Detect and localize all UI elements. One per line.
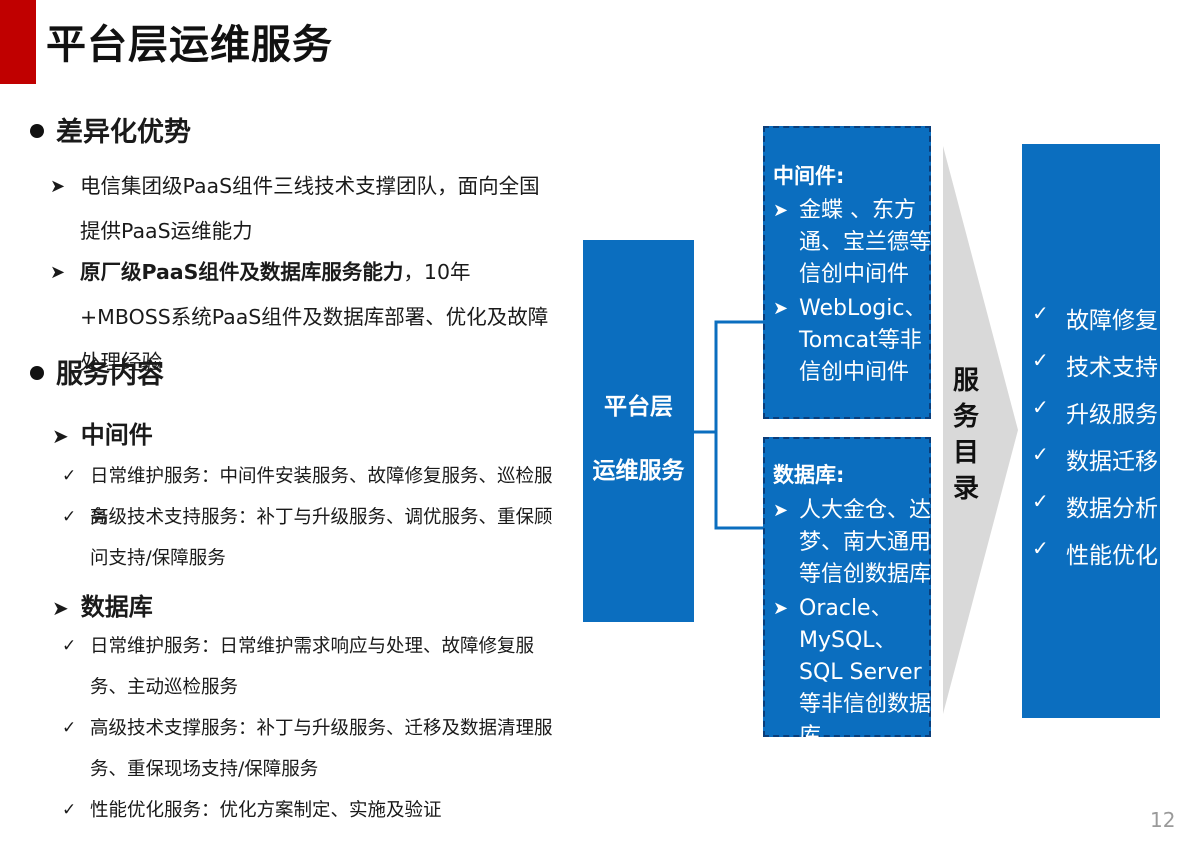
middleware-box-row-2: ➤ WebLogic、Tomcat等非信创中间件 [773, 293, 933, 389]
middleware-box: 中间件: ➤ 金蝶 、东方通、宝兰德等信创中间件 ➤ WebLogic、Tomc… [763, 126, 931, 419]
arrow-bullet-icon: ➤ [52, 596, 69, 620]
platform-label-line1: 平台层 [604, 394, 673, 420]
database-item-1: ✓ 日常维护服务：日常维护需求响应与处理、故障修复服务、主动巡检服务 [62, 626, 562, 708]
left-content: 差异化优势 ➤ 电信集团级PaaS组件三线技术支撑团队，面向全国提供PaaS运维… [0, 0, 580, 841]
subsection-database: ➤ 数据库 [52, 587, 153, 622]
catalog-label-char: 录 [952, 474, 979, 504]
row-text: 金蝶 、东方通、宝兰德等信创中间件 [799, 198, 932, 287]
item-text: 高级技术支持服务：补丁与升级服务、调优服务、重保顾问支持/保障服务 [90, 507, 553, 569]
arrow-bullet-icon: ➤ [50, 262, 66, 283]
advantage-point-1: ➤ 电信集团级PaaS组件三线技术支撑团队，面向全国提供PaaS运维能力 [50, 164, 550, 254]
arrow-bullet-icon: ➤ [773, 200, 789, 221]
subsection-title: 数据库 [80, 593, 153, 621]
database-item-2: ✓ 高级技术支撑服务：补丁与升级服务、迁移及数据清理服务、重保现场支持/保障服务 [62, 708, 562, 790]
point-text: ，10年+MBOSS系统PaaS组件及数据库部署、优化及故障处理经验 [80, 260, 549, 374]
catalog-label-char: 目 [952, 438, 979, 468]
check-icon: ✓ [62, 466, 77, 486]
check-icon: ✓ [62, 718, 77, 738]
service-catalog-box: ✓ 故障修复 ✓ 技术支持 ✓ 升级服务 ✓ 数据迁移 ✓ 数据分析 ✓ 性能优化 [1022, 144, 1160, 718]
title-accent-bar [0, 0, 36, 84]
catalog-item-text: 故障修复 [1066, 308, 1158, 334]
section-services: 服务内容 [30, 352, 164, 391]
catalog-label-char: 务 [952, 402, 979, 432]
database-box-header: 数据库: [773, 463, 845, 487]
arrow-bullet-icon: ➤ [773, 298, 789, 319]
middleware-box-header: 中间件: [773, 164, 845, 188]
check-icon: ✓ [1032, 348, 1049, 372]
page-title: 平台层运维服务 [46, 22, 333, 68]
section-heading: 服务内容 [56, 359, 164, 390]
catalog-item-text: 升级服务 [1066, 402, 1158, 428]
middleware-item-2: ✓ 高级技术支持服务：补丁与升级服务、调优服务、重保顾问支持/保障服务 [62, 497, 562, 579]
platform-box: 平台层 运维服务 [583, 240, 694, 622]
catalog-label-char: 服 [952, 366, 979, 396]
arrow-bullet-icon: ➤ [773, 598, 789, 619]
check-icon: ✓ [62, 507, 77, 527]
database-box-row-1: ➤ 人大金仓、达梦、南大通用等信创数据库 [773, 495, 933, 591]
row-text: WebLogic、Tomcat等非信创中间件 [799, 296, 927, 385]
subsection-title: 中间件 [80, 421, 153, 449]
section-heading: 差异化优势 [56, 117, 191, 148]
row-text: 人大金仓、达梦、南大通用等信创数据库 [799, 498, 932, 587]
item-text: 高级技术支撑服务：补丁与升级服务、迁移及数据清理服务、重保现场支持/保障服务 [90, 718, 553, 780]
item-text: 日常维护服务：中间件安装服务、故障修复服务、巡检服务 [90, 466, 553, 528]
arrow-bullet-icon: ➤ [50, 176, 66, 197]
section-advantage: 差异化优势 [30, 110, 191, 149]
item-text: 日常维护服务：日常维护需求响应与处理、故障修复服务、主动巡检服务 [90, 636, 535, 698]
check-icon: ✓ [1032, 536, 1049, 560]
point-text: 电信集团级PaaS组件三线技术支撑团队，面向全国提供PaaS运维能力 [80, 174, 540, 243]
database-box-row-2: ➤ Oracle、MySQL、SQL Server等非信创数据库 [773, 593, 933, 753]
arrow-bullet-icon: ➤ [52, 424, 69, 448]
platform-label-line2: 运维服务 [592, 458, 685, 484]
arrow-bullet-icon: ➤ [773, 500, 789, 521]
check-icon: ✓ [62, 800, 77, 820]
database-item-3: ✓ 性能优化服务：优化方案制定、实施及验证 [62, 790, 562, 831]
advantage-point-2: ➤ 原厂级PaaS组件及数据库服务能力，10年+MBOSS系统PaaS组件及数据… [50, 250, 550, 385]
page-number: 12 [1150, 808, 1176, 832]
middleware-item-1: ✓ 日常维护服务：中间件安装服务、故障修复服务、巡检服务 [62, 456, 562, 538]
check-icon: ✓ [1032, 442, 1049, 466]
bullet-dot-icon [30, 365, 44, 380]
catalog-item-text: 技术支持 [1066, 355, 1158, 381]
point-bold-text: 原厂级PaaS组件及数据库服务能力 [80, 260, 404, 284]
middleware-box-row-1: ➤ 金蝶 、东方通、宝兰德等信创中间件 [773, 195, 933, 291]
subsection-middleware: ➤ 中间件 [52, 415, 153, 450]
catalog-item-text: 性能优化 [1066, 543, 1158, 569]
catalog-arrow-shape [943, 146, 1018, 714]
check-icon: ✓ [62, 636, 77, 656]
check-icon: ✓ [1032, 489, 1049, 513]
database-box: 数据库: ➤ 人大金仓、达梦、南大通用等信创数据库 ➤ Oracle、MySQL… [763, 437, 933, 749]
bullet-dot-icon [30, 123, 44, 138]
catalog-item-text: 数据分析 [1066, 496, 1158, 522]
catalog-item-text: 数据迁移 [1066, 449, 1158, 475]
item-text: 性能优化服务：优化方案制定、实施及验证 [90, 800, 442, 821]
connector-lines [694, 320, 763, 530]
row-text: Oracle、MySQL、SQL Server等非信创数据库 [799, 596, 932, 749]
check-icon: ✓ [1032, 395, 1049, 419]
check-icon: ✓ [1032, 301, 1049, 325]
